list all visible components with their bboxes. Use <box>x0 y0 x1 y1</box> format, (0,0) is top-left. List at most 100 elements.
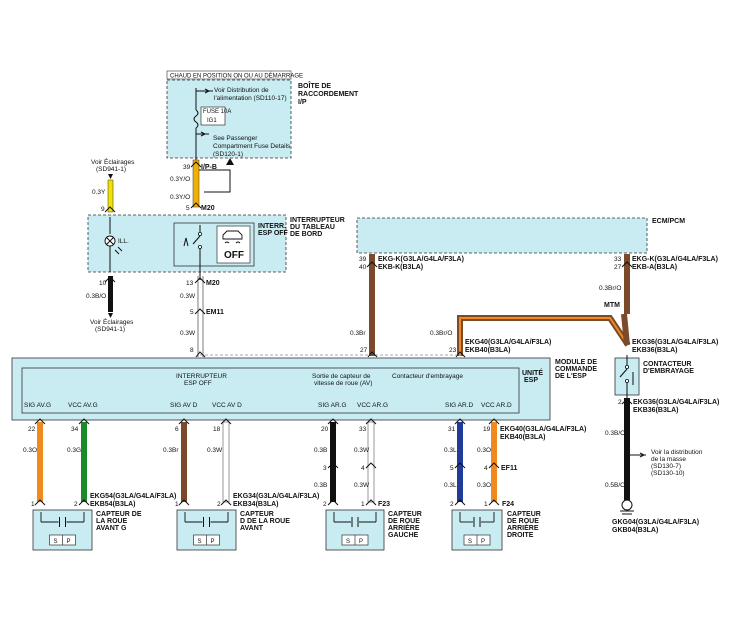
svg-text:39: 39 <box>183 164 191 171</box>
wire-bro-ecm <box>624 254 630 314</box>
svg-text:DE L'ESP: DE L'ESP <box>555 373 587 380</box>
svg-text:D'EMBRAYAGE: D'EMBRAYAGE <box>643 368 694 375</box>
fuse-id: FUSE 10A <box>203 109 231 115</box>
svg-text:GAUCHE: GAUCHE <box>388 532 419 539</box>
connector-chevron <box>104 276 116 283</box>
svg-text:DROITE: DROITE <box>507 532 534 539</box>
svg-text:EKB36(B3LA): EKB36(B3LA) <box>633 407 679 414</box>
wire-y <box>107 179 114 213</box>
sensor-pin-p: P <box>211 539 215 545</box>
svg-text:M20: M20 <box>206 280 220 287</box>
connector-chevron <box>365 499 377 506</box>
svg-text:1: 1 <box>31 501 35 508</box>
connector-chevron <box>178 499 190 506</box>
svg-text:0.3W: 0.3W <box>180 293 196 300</box>
svg-text:EKB40(B3LA): EKB40(B3LA) <box>465 347 511 354</box>
unit-label: UNITÉ <box>522 368 543 377</box>
svg-text:EKB40(B3LA): EKB40(B3LA) <box>500 434 546 441</box>
svg-text:EKG54(G3LA/G4LA/F3LA): EKG54(G3LA/G4LA/F3LA) <box>90 493 176 500</box>
connector-chevron <box>488 418 500 425</box>
svg-text:INTERRUPTEUR: INTERRUPTEUR <box>176 373 227 380</box>
svg-text:ARRIÈRE: ARRIÈRE <box>388 523 420 532</box>
svg-text:de la masse: de la masse <box>651 456 686 463</box>
svg-text:(SD130-10): (SD130-10) <box>651 470 685 477</box>
connector-chevron <box>454 462 466 469</box>
svg-text:2: 2 <box>217 501 221 508</box>
svg-text:22: 22 <box>28 426 36 433</box>
connector-chevron <box>621 398 633 405</box>
connector-chevron <box>454 418 466 425</box>
ground-icon <box>621 499 633 511</box>
svg-text:0.3G: 0.3G <box>67 447 81 454</box>
wire-bo-left <box>108 276 113 312</box>
sensor-pin-s: S <box>346 539 350 545</box>
svg-text:0.3Y/O: 0.3Y/O <box>170 176 190 183</box>
svg-text:vitesse de roue (AV): vitesse de roue (AV) <box>314 380 372 387</box>
svg-text:SIG AR.D: SIG AR.D <box>445 402 473 409</box>
svg-text:19: 19 <box>483 426 491 433</box>
svg-text:40: 40 <box>359 264 367 271</box>
svg-text:2: 2 <box>618 399 622 406</box>
svg-text:9: 9 <box>101 206 105 213</box>
connector-chevron <box>190 202 202 209</box>
sensor-pin-p: P <box>481 539 485 545</box>
svg-text:0.3Br: 0.3Br <box>163 447 179 454</box>
clutch-title: CONTACTEUR <box>643 361 691 368</box>
connector-chevron <box>220 499 232 506</box>
connector-chevron <box>190 161 202 168</box>
fuse-name: IG1 <box>207 118 217 124</box>
switch-contact-icon <box>192 235 201 245</box>
svg-text:SIG AV.G: SIG AV.G <box>24 402 51 409</box>
svg-text:Contacteur d'embrayage: Contacteur d'embrayage <box>392 373 463 380</box>
svg-text:EKG-K(G3LA/G4LA/F3LA): EKG-K(G3LA/G4LA/F3LA) <box>632 256 718 263</box>
svg-text:0.3O: 0.3O <box>477 482 491 489</box>
svg-text:l'alimentation (SD110-17): l'alimentation (SD110-17) <box>214 95 287 102</box>
svg-text:EKG-K(G3LA/G4LA/F3LA): EKG-K(G3LA/G4LA/F3LA) <box>378 256 464 263</box>
sensor-fl-name: CAPTEUR DE <box>96 511 142 518</box>
svg-text:0.3Y: 0.3Y <box>92 189 106 196</box>
svg-text:8: 8 <box>190 347 194 354</box>
svg-text:(SD941-1): (SD941-1) <box>95 326 125 333</box>
sensor-rl-name: CAPTEUR <box>388 511 422 518</box>
svg-text:DU TABLEAU: DU TABLEAU <box>290 224 335 231</box>
svg-text:I/P: I/P <box>298 99 307 106</box>
svg-text:DE ROUE: DE ROUE <box>507 518 539 525</box>
sensor-rr-name: CAPTEUR <box>507 511 541 518</box>
fuse-icon <box>193 109 199 129</box>
svg-text:VCC AV.G: VCC AV.G <box>68 402 98 409</box>
svg-text:20: 20 <box>321 426 329 433</box>
esp-unit-inner <box>21 367 520 414</box>
svg-text:0.3W: 0.3W <box>354 447 370 454</box>
svg-text:INTERR.: INTERR. <box>258 223 286 230</box>
connector-chevron <box>454 499 466 506</box>
svg-text:ESP OFF: ESP OFF <box>184 380 212 387</box>
svg-text:13: 13 <box>186 280 194 287</box>
svg-text:EKG34(G3LA/G4LA/F3LA): EKG34(G3LA/G4LA/F3LA) <box>233 493 319 500</box>
svg-text:0.3Y/O: 0.3Y/O <box>170 194 190 201</box>
svg-text:F23: F23 <box>378 501 390 508</box>
wire-rr-sig <box>457 422 463 502</box>
svg-text:4: 4 <box>361 465 365 472</box>
svg-text:23: 23 <box>449 347 457 354</box>
svg-text:0.3Br/O: 0.3Br/O <box>430 330 452 337</box>
ecm-title: ECM/PCM <box>652 218 685 225</box>
svg-text:18: 18 <box>213 426 221 433</box>
wire-fl-sig <box>37 422 43 502</box>
svg-text:DE BORD: DE BORD <box>290 231 322 238</box>
svg-text:Compartment Fuse Details: Compartment Fuse Details <box>213 143 291 150</box>
svg-text:ILL.: ILL. <box>118 238 129 245</box>
junction-box <box>166 79 292 159</box>
esp-module-outer <box>11 357 551 421</box>
module-title: MODULE DE <box>555 359 597 366</box>
svg-text:2: 2 <box>323 501 327 508</box>
svg-text:EKB-K(B3LA): EKB-K(B3LA) <box>378 264 423 271</box>
svg-text:M20: M20 <box>201 205 215 212</box>
connector-chevron <box>621 261 633 268</box>
svg-text:(SD120-1): (SD120-1) <box>213 151 243 158</box>
esp-car-icon <box>222 230 243 240</box>
svg-text:RACCORDEMENT: RACCORDEMENT <box>298 91 359 98</box>
voir-eclairages-top: Voir Éclairages <box>91 157 135 166</box>
voir-distribution: Voir Distribution de <box>214 87 269 94</box>
svg-text:ARRIÈRE: ARRIÈRE <box>507 523 539 532</box>
